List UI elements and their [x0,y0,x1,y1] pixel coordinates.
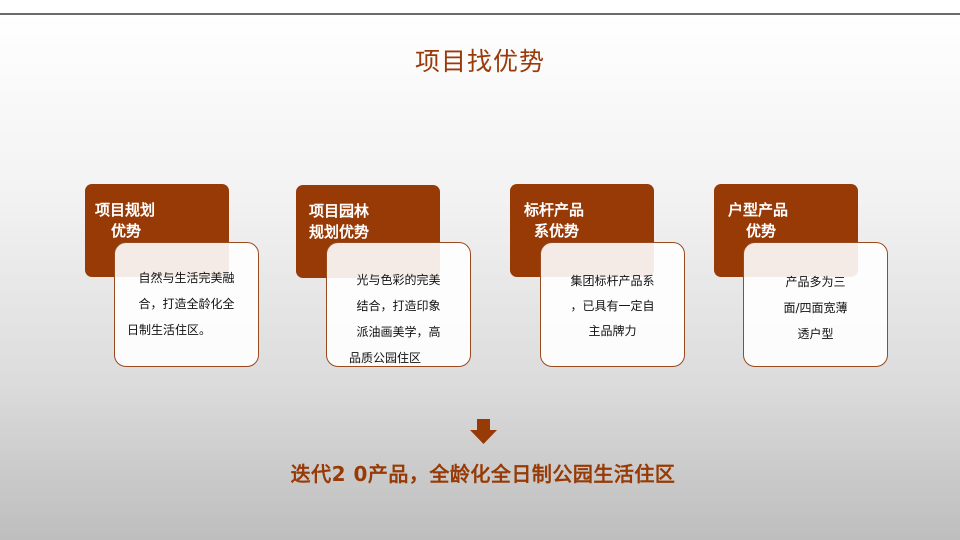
slide-title: 项目找优势 [414,47,545,76]
advantage-3-card: 集团标杆产品系 ，已具有一定自 主品牌力 [540,242,685,367]
advantage-4-body-line-2: 面/四面宽薄 [783,301,848,315]
advantage-3-heading-line-1: 标杆产品 [524,201,585,219]
conclusion-statement: 迭代2 0产品，全龄化全日制公园生活住区 [290,462,676,486]
advantage-4-heading-line-1: 户型产品 [728,201,789,219]
advantage-1-heading-line-2: 优势 [111,222,142,240]
advantage-1-body-line-2: 合，打造全龄化全 [138,297,235,311]
advantage-2-body-line-2: 结合，打造印象 [356,299,441,313]
advantage-2-body-line-4: 品质公园住区 [349,351,422,365]
advantage-3-body-line-2: ，已具有一定自 [570,299,655,313]
advantage-4-body-line-3: 透户型 [797,327,834,341]
advantage-2-heading-line-2: 规划优势 [309,223,370,241]
advantage-4-heading-line-2: 优势 [746,222,777,240]
advantage-1-body-line-1: 自然与生活完美融 [138,271,235,285]
advantage-2-heading-line-1: 项目园林 [309,202,370,220]
advantage-3-body-line-1: 集团标杆产品系 [570,274,655,288]
advantage-2-body-line-1: 光与色彩的完美 [356,273,441,287]
advantage-1-body-line-3: 日制生活住区。 [127,323,212,337]
top-divider-line [0,13,960,15]
advantage-2-card: 光与色彩的完美 结合，打造印象 派油画美学，高 品质公园住区 [326,242,471,367]
advantage-4-card: 产品多为三 面/四面宽薄 透户型 [743,242,888,367]
advantage-1-heading-line-1: 项目规划 [95,201,156,219]
advantage-2-body-line-3: 派油画美学，高 [356,325,441,339]
advantage-3-body-line-3: 主品牌力 [588,324,637,338]
advantage-1-card: 自然与生活完美融 合，打造全龄化全 日制生活住区。 [114,242,259,367]
advantage-3-heading-line-2: 系优势 [534,222,580,240]
advantage-4-body-line-1: 产品多为三 [785,275,846,289]
arrow-down-icon [470,419,497,444]
